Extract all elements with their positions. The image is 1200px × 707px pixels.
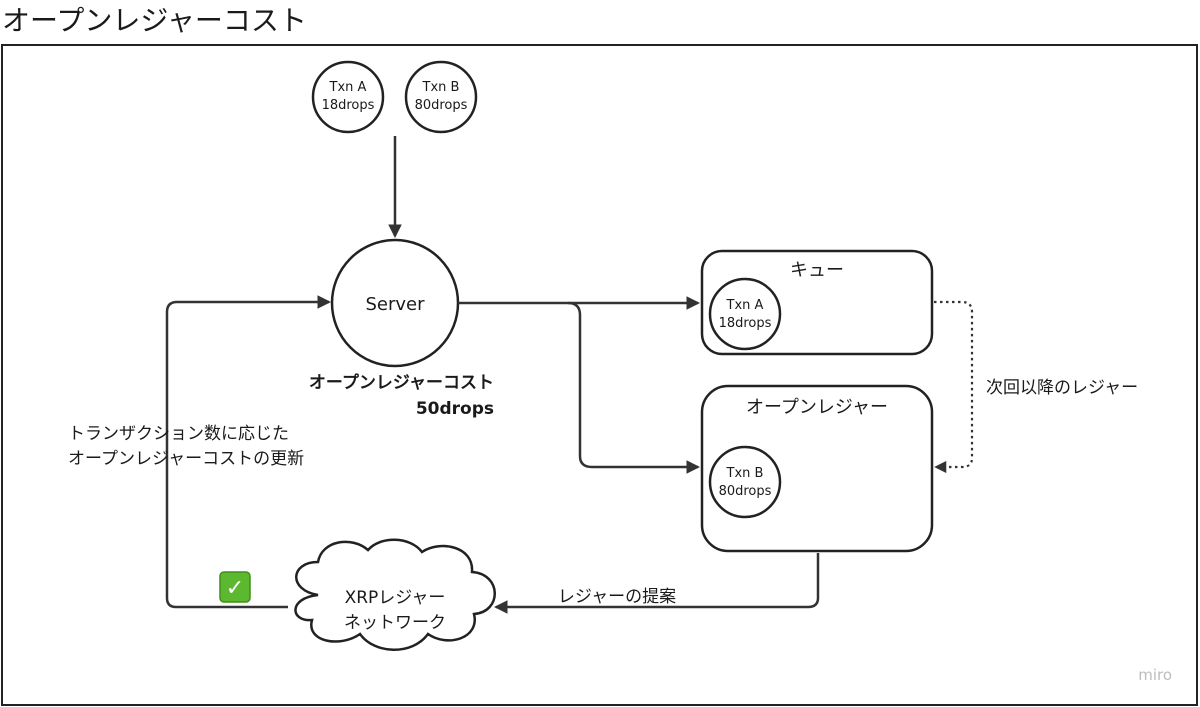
network-line2: ネットワーク — [344, 613, 446, 633]
cloud-icon — [294, 538, 496, 651]
queue-title: キュー — [790, 260, 844, 281]
txn-b-bubble[interactable]: Txn B 80drops — [404, 60, 478, 134]
txn-a-name: Txn A — [329, 80, 367, 95]
queue-txn-name: Txn A — [726, 298, 764, 313]
server-node[interactable]: Server — [330, 238, 460, 368]
update-label-line1: トランザクション数に応じた — [68, 424, 289, 444]
queue-box[interactable]: キュー Txn A 18drops — [700, 249, 934, 356]
txn-b-cost: 80drops — [415, 98, 468, 113]
miro-watermark: miro — [1138, 666, 1172, 684]
server-label: Server — [365, 294, 425, 315]
open-ledger-cost-value: 50drops — [416, 399, 494, 419]
open-ledger-title: オープンレジャー — [746, 397, 888, 418]
open-ledger-txn-name: Txn B — [726, 466, 764, 481]
network-to-server-arrow — [165, 295, 332, 609]
page-title: オープンレジャーコスト — [2, 4, 307, 37]
txn-a-bubble[interactable]: Txn A 18drops — [311, 60, 385, 134]
queue-to-open-ledger-dotted-arrow — [934, 300, 974, 474]
txn-a-cost: 18drops — [322, 98, 375, 113]
server-to-open-ledger-arrow — [567, 301, 701, 474]
diagram-frame — [1, 44, 1198, 706]
proposal-arrow — [493, 553, 820, 614]
txn-b-name: Txn B — [422, 80, 460, 95]
open-ledger-cost-label: オープンレジャーコスト — [309, 372, 494, 393]
queue-txn-cost: 18drops — [719, 316, 772, 331]
network-line1: XRPレジャー — [345, 588, 446, 608]
open-ledger-box[interactable]: オープンレジャー Txn B 80drops — [700, 384, 934, 553]
open-ledger-txn-cost: 80drops — [719, 484, 772, 499]
check-mark-icon: ✓ — [219, 571, 251, 603]
xrp-network-cloud[interactable]: XRPレジャー ネットワーク — [294, 538, 496, 651]
check-mark-glyph: ✓ — [226, 576, 244, 601]
update-label-line2: オープンレジャーコストの更新 — [68, 449, 304, 469]
proposal-label: レジャーの提案 — [558, 587, 676, 607]
next-ledger-label: 次回以降のレジャー — [986, 378, 1138, 398]
